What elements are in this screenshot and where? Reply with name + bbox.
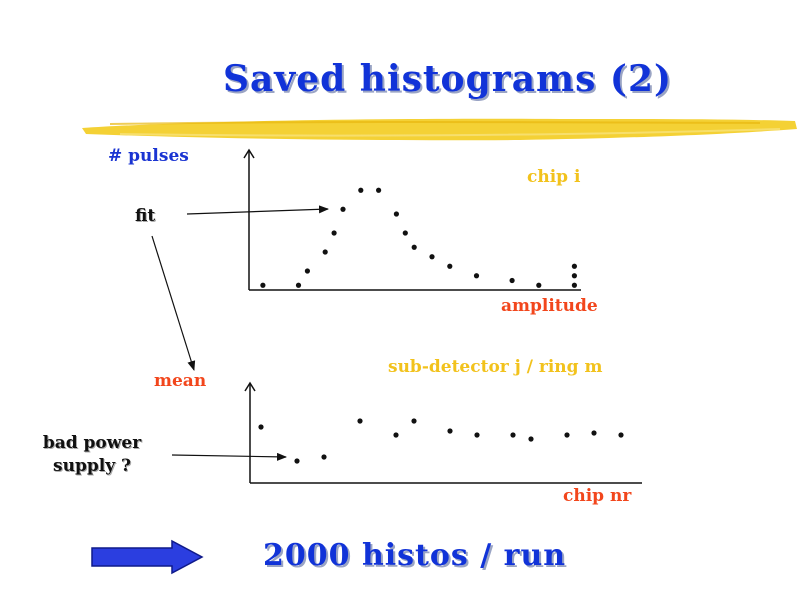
bottom-plot-point-0 xyxy=(258,424,264,430)
bottom-plot-axes xyxy=(244,381,642,484)
slide-title: Saved histograms (2) xyxy=(222,58,673,100)
top-plot-point-3 xyxy=(322,249,328,255)
bottom-plot-y-axis-arrow xyxy=(244,381,256,392)
top-plot-point-17 xyxy=(571,273,578,279)
bad-power-supply-arrow xyxy=(171,452,287,461)
bad-power-supply-label: bad power supply ? xyxy=(42,433,142,476)
bottom-plot-point-9 xyxy=(528,436,534,442)
top-plot-y-axis-arrow xyxy=(243,148,255,159)
top-plot-series-label: chip i xyxy=(527,167,581,187)
bottom-plot-point-12 xyxy=(618,432,624,438)
top-plot-point-15 xyxy=(536,282,542,288)
top-plot-point-11 xyxy=(429,254,435,260)
bottom-plot-point-11 xyxy=(591,430,597,436)
top-plot-point-9 xyxy=(402,230,408,236)
bottom-plot-point-5 xyxy=(411,418,417,424)
top-plot-point-12 xyxy=(447,263,453,269)
bottom-plot-point-4 xyxy=(393,432,399,438)
top-plot-point-13 xyxy=(473,273,480,279)
top-plot-point-16 xyxy=(571,282,578,288)
fit-arrow xyxy=(186,205,329,215)
bottom-plot-y-label: mean xyxy=(154,371,207,391)
histos-per-run-text: 2000 histos / run xyxy=(263,538,567,573)
bottom-plot-point-7 xyxy=(474,432,480,438)
bottom-plot-x-label: chip nr xyxy=(563,486,632,506)
bottom-plot-series-label: sub-detector j / ring m xyxy=(388,357,603,377)
bottom-plot-points xyxy=(258,418,624,464)
top-plot-y-label: # pulses xyxy=(108,146,189,166)
top-plot-point-1 xyxy=(295,282,302,288)
top-plot-point-2 xyxy=(304,268,310,274)
top-plot-points xyxy=(260,187,578,288)
bottom-plot-point-3 xyxy=(357,418,363,424)
top-plot-point-7 xyxy=(376,187,382,193)
top-plot-point-6 xyxy=(358,187,364,193)
bottom-plot-point-8 xyxy=(510,432,516,438)
top-plot-axes xyxy=(243,148,581,291)
top-plot-point-18 xyxy=(571,263,578,269)
fit-label: fit xyxy=(135,206,156,226)
bottom-plot-point-6 xyxy=(447,428,453,434)
top-plot-point-0 xyxy=(260,282,266,288)
top-plot-point-14 xyxy=(509,277,515,284)
bottom-plot-point-10 xyxy=(564,432,570,438)
top-plot-point-5 xyxy=(340,206,346,212)
bottom-plot-point-1 xyxy=(294,458,300,464)
fit-to-mean-arrow xyxy=(151,235,196,371)
title-highlight-stroke xyxy=(82,118,797,141)
top-plot-x-label: amplitude xyxy=(501,296,598,316)
bottom-plot-point-2 xyxy=(321,454,327,460)
right-arrow-icon xyxy=(91,539,204,575)
top-plot-point-4 xyxy=(331,230,337,236)
top-plot-point-10 xyxy=(411,244,417,250)
top-plot-point-8 xyxy=(393,211,399,217)
